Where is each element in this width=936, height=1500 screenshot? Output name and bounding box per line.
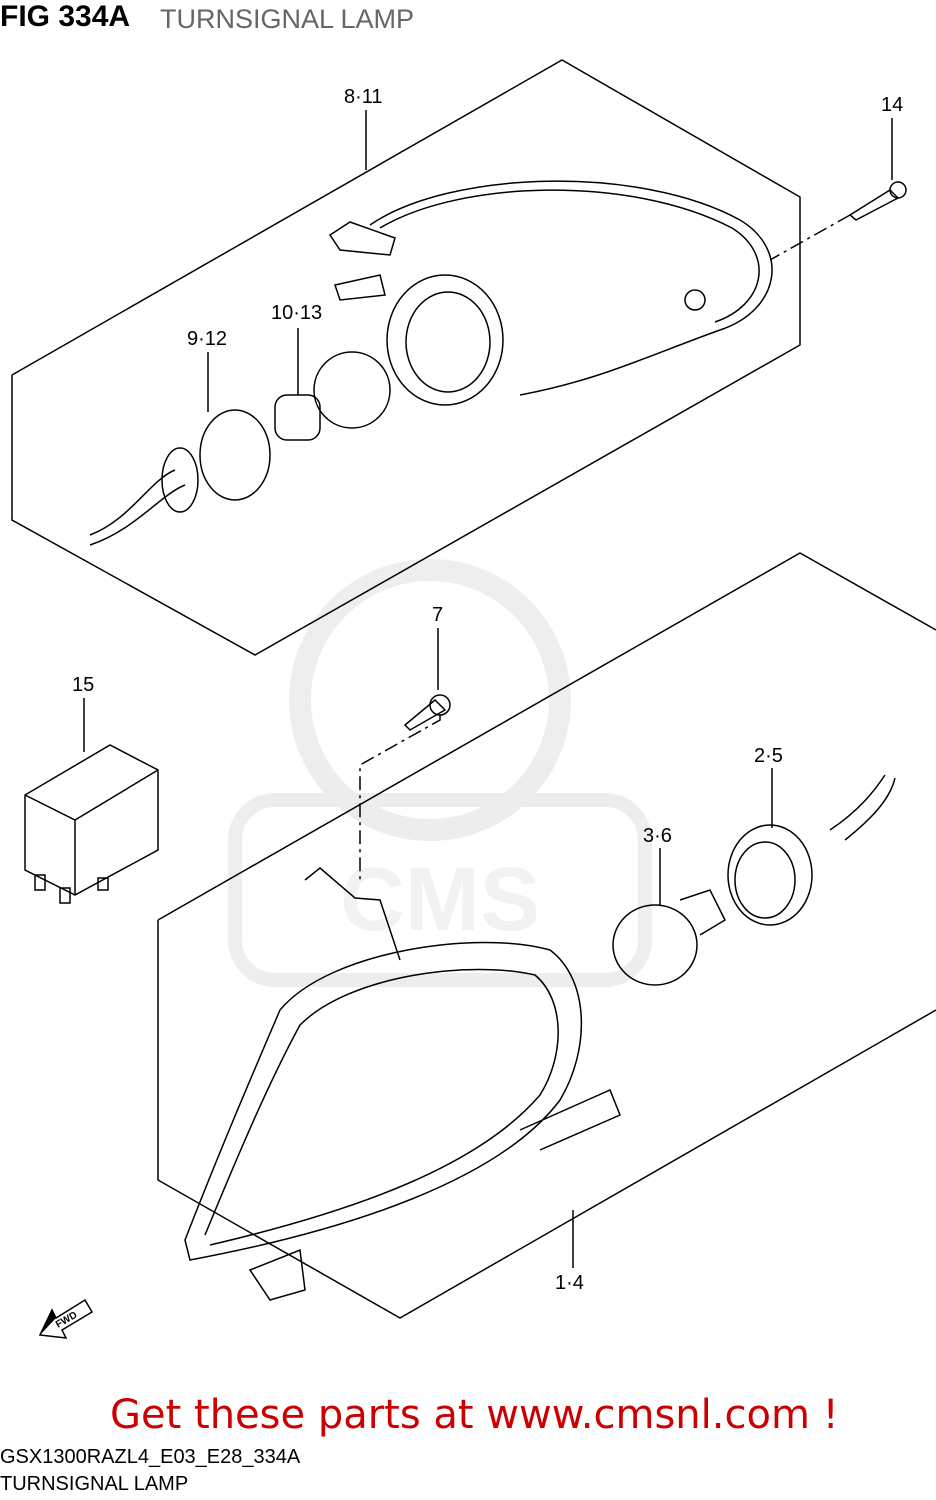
promo-link[interactable]: Get these parts at www.cmsnl.com !	[110, 1392, 839, 1438]
callout-2-5: 2·5	[754, 745, 783, 767]
relay-15	[24, 744, 159, 904]
callout-3-6: 3·6	[643, 825, 672, 847]
callout-1-4: 1·4	[555, 1272, 584, 1294]
model-code: GSX1300RAZL4_E03_E28_334A	[0, 1446, 301, 1468]
lower-lamp-housing	[184, 867, 621, 1301]
upper-bulb	[274, 351, 391, 441]
footer-title: TURNSIGNAL LAMP	[0, 1473, 189, 1495]
upper-lamp-housing	[328, 180, 773, 406]
figure-title: TURNSIGNAL LAMP	[160, 4, 415, 34]
callout-8-11: 8·11	[344, 86, 383, 108]
screw-7	[403, 698, 447, 731]
lower-bulb	[612, 889, 726, 986]
upper-socket	[89, 409, 271, 546]
lower-assembly-box	[157, 552, 936, 921]
callout-10-13: 10·13	[271, 302, 322, 324]
callout-9-12: 9·12	[187, 328, 227, 350]
upper-assembly-box	[11, 59, 801, 656]
figure-number: FIG 334A	[0, 0, 131, 33]
fwd-arrow-icon: FWD	[38, 1298, 94, 1339]
callout-15: 15	[72, 674, 94, 696]
svg-text:CMS: CMS	[340, 850, 540, 950]
callout-14: 14	[881, 94, 903, 116]
lower-socket	[727, 774, 896, 926]
callout-7: 7	[432, 604, 443, 626]
